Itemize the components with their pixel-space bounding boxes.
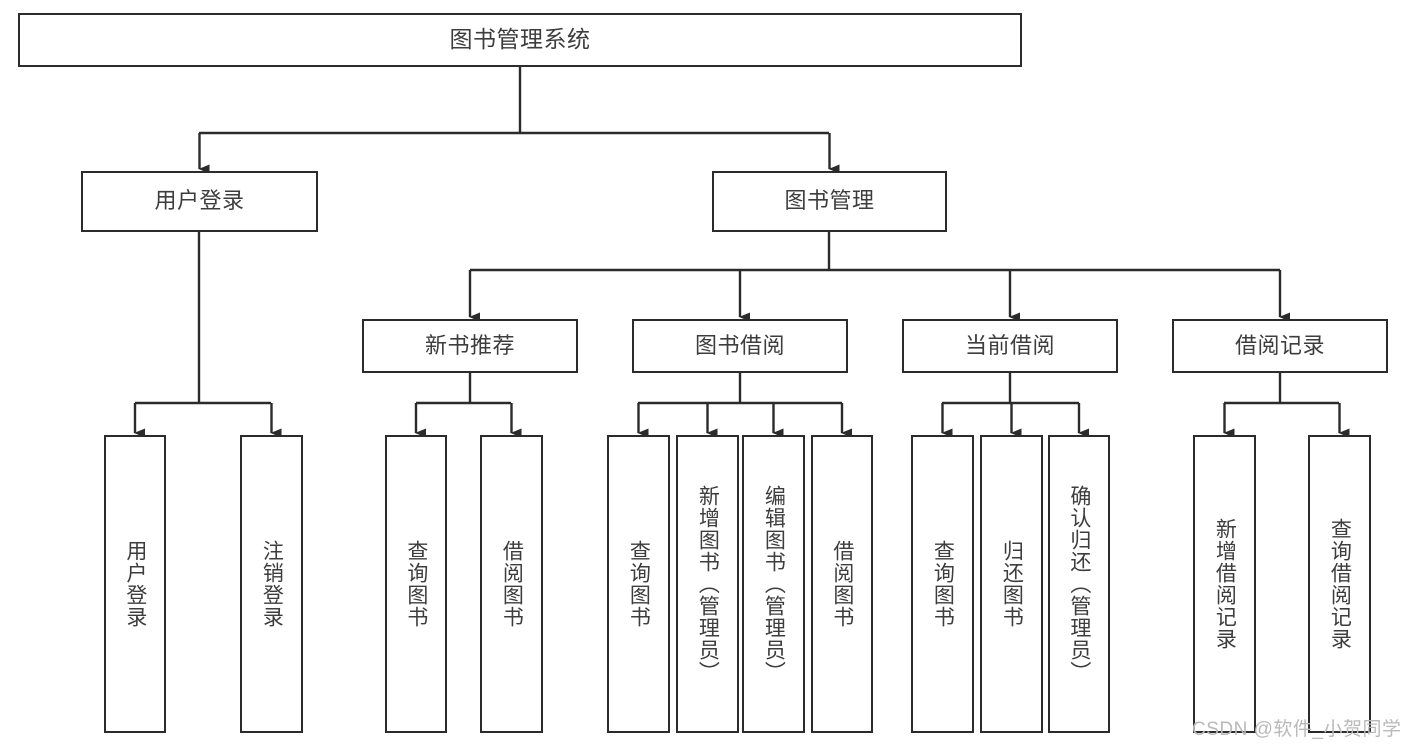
- node-book-borrow[interactable]: 图书借阅: [632, 319, 848, 373]
- node-leaf-query-book-2-label: 查询图书: [627, 540, 651, 628]
- node-leaf-query-record[interactable]: 查询借阅记录: [1308, 435, 1371, 733]
- node-user-login-label: 用户登录: [154, 188, 245, 214]
- node-current-borrow-label: 当前借阅: [964, 332, 1055, 358]
- node-borrow-record-label: 借阅记录: [1234, 332, 1325, 358]
- node-new-book-recommend-label: 新书推荐: [424, 332, 515, 358]
- node-root[interactable]: 图书管理系统: [18, 13, 1022, 67]
- node-leaf-borrow-book-1-label: 借阅图书: [500, 540, 524, 628]
- node-leaf-user-logout[interactable]: 注销登录: [240, 435, 303, 733]
- node-leaf-query-book-1-label: 查询图书: [404, 540, 428, 628]
- node-book-manage-label: 图书管理: [784, 188, 875, 214]
- node-leaf-query-record-label: 查询借阅记录: [1328, 518, 1352, 650]
- node-leaf-add-book[interactable]: 新增图书（管理员）: [676, 435, 739, 733]
- watermark-text: CSDN @软件_小贺同学: [1192, 719, 1402, 740]
- node-current-borrow[interactable]: 当前借阅: [902, 319, 1118, 373]
- node-leaf-add-book-label: 新增图书（管理员）: [696, 485, 720, 683]
- node-leaf-user-logout-label: 注销登录: [260, 540, 284, 628]
- node-leaf-query-book-2[interactable]: 查询图书: [607, 435, 670, 733]
- node-book-borrow-label: 图书借阅: [694, 332, 785, 358]
- node-leaf-confirm-return-label: 确认归还（管理员）: [1067, 485, 1091, 683]
- node-leaf-return-book-label: 归还图书: [1000, 540, 1024, 628]
- node-leaf-query-book-3[interactable]: 查询图书: [911, 435, 974, 733]
- node-leaf-return-book[interactable]: 归还图书: [980, 435, 1043, 733]
- node-leaf-edit-book-label: 编辑图书（管理员）: [762, 485, 786, 683]
- node-book-manage[interactable]: 图书管理: [712, 171, 947, 232]
- node-user-login[interactable]: 用户登录: [81, 171, 318, 232]
- node-leaf-confirm-return[interactable]: 确认归还（管理员）: [1048, 435, 1110, 733]
- node-leaf-edit-book[interactable]: 编辑图书（管理员）: [742, 435, 805, 733]
- node-leaf-query-book-3-label: 查询图书: [931, 540, 955, 628]
- node-leaf-borrow-book-2-label: 借阅图书: [830, 540, 854, 628]
- node-leaf-user-login[interactable]: 用户登录: [104, 435, 166, 733]
- node-leaf-add-record-label: 新增借阅记录: [1213, 518, 1237, 650]
- node-borrow-record[interactable]: 借阅记录: [1172, 319, 1388, 373]
- node-new-book-recommend[interactable]: 新书推荐: [362, 319, 578, 373]
- node-leaf-add-record[interactable]: 新增借阅记录: [1193, 435, 1256, 733]
- node-leaf-user-login-label: 用户登录: [123, 540, 147, 628]
- node-root-label: 图书管理系统: [449, 26, 591, 53]
- node-leaf-borrow-book-1[interactable]: 借阅图书: [480, 435, 543, 733]
- node-leaf-borrow-book-2[interactable]: 借阅图书: [811, 435, 873, 733]
- node-leaf-query-book-1[interactable]: 查询图书: [385, 435, 447, 733]
